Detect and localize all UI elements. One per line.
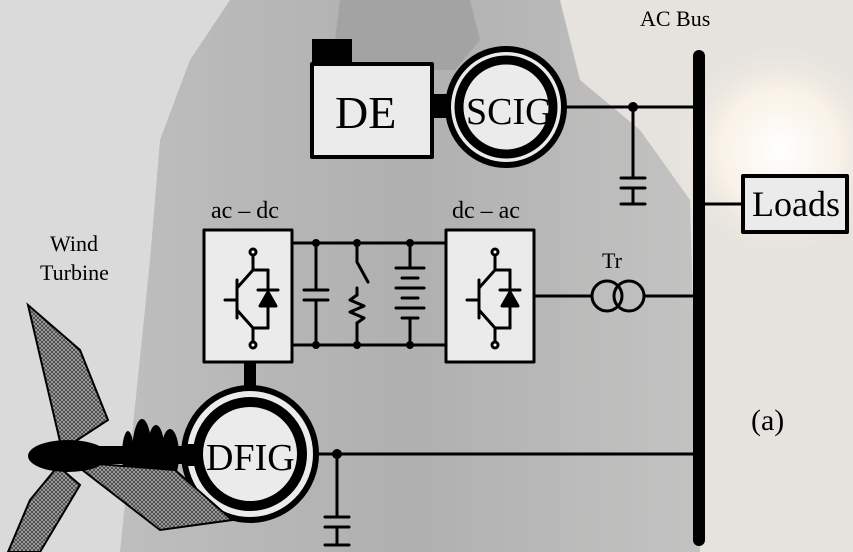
loads-label: Loads — [752, 184, 840, 224]
ac-dc-label: ac – dc — [211, 198, 279, 224]
dc-link-capacitor — [302, 241, 330, 347]
blade-lower-left — [6, 464, 82, 552]
blade-upper — [26, 302, 110, 452]
dc-ac-igbt-symbol — [465, 247, 522, 350]
battery — [394, 241, 426, 347]
ac-dc-igbt-symbol — [223, 247, 280, 350]
loads-box — [741, 174, 849, 234]
transformer-symbol — [590, 279, 646, 313]
scig-machine-inner — [454, 55, 558, 159]
wind-turbine — [6, 302, 235, 552]
panel-label: (a) — [751, 404, 784, 437]
ac-dc-converter-box — [202, 228, 294, 364]
ac-bus-label: AC Bus — [640, 6, 710, 31]
de-box — [310, 62, 434, 159]
rotor-hub — [28, 440, 108, 472]
de-label: DE — [335, 87, 396, 138]
dfig-label: DFIG — [206, 437, 295, 479]
dfig-capacitor — [323, 515, 351, 547]
rotor-connection — [244, 362, 256, 390]
scig-capacitor — [619, 176, 647, 206]
chopper-switch-resistor — [348, 241, 370, 347]
transformer-label: Tr — [602, 248, 623, 273]
dc-ac-converter-box — [444, 228, 536, 364]
wind-turbine-label-line2: Turbine — [40, 260, 109, 285]
blade-lower-right — [68, 460, 235, 532]
wind-turbine-label-line1: Wind — [50, 231, 98, 256]
dc-ac-label: dc – ac — [452, 198, 520, 224]
de-tab — [312, 39, 352, 64]
scig-label: SCIG — [466, 91, 553, 133]
